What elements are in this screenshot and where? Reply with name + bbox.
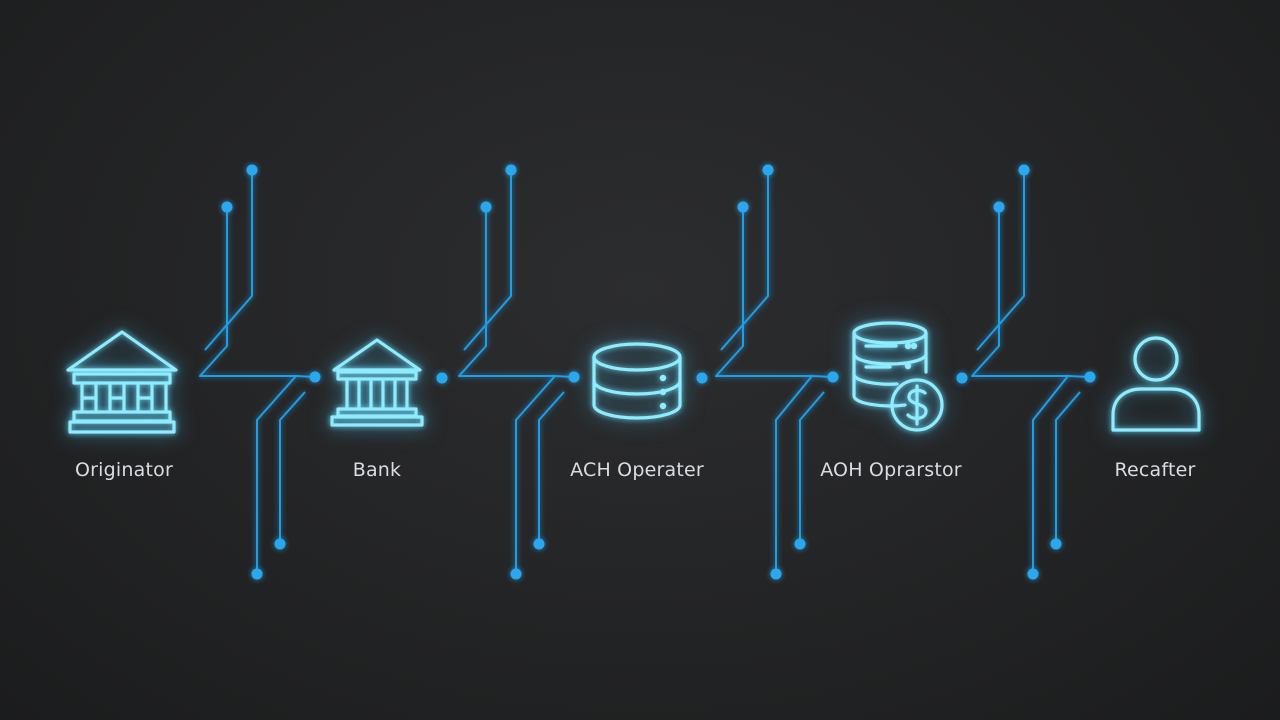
connector-1-dots xyxy=(221,164,321,580)
user-icon xyxy=(1111,336,1201,432)
connector-3-dots xyxy=(696,164,839,580)
bank-building-icon xyxy=(66,330,178,434)
connector-2-dots xyxy=(436,164,580,580)
database-icon xyxy=(592,342,682,420)
bank-building-icon xyxy=(330,338,424,427)
node-label-originator: Originator xyxy=(75,459,173,481)
connector-1 xyxy=(199,170,316,574)
node-label-bank: Bank xyxy=(352,459,402,481)
connector-4 xyxy=(971,170,1091,574)
database-dollar-icon xyxy=(852,321,944,432)
connector-4-dots xyxy=(956,164,1096,580)
node-label-receiver: Recafter xyxy=(1114,459,1196,481)
node-label-ach-operator: ACH Operater xyxy=(570,459,704,481)
connector-3 xyxy=(715,170,834,574)
connector-2 xyxy=(458,170,575,574)
node-label-aoh-operator: AOH Oprarstor xyxy=(820,459,962,481)
